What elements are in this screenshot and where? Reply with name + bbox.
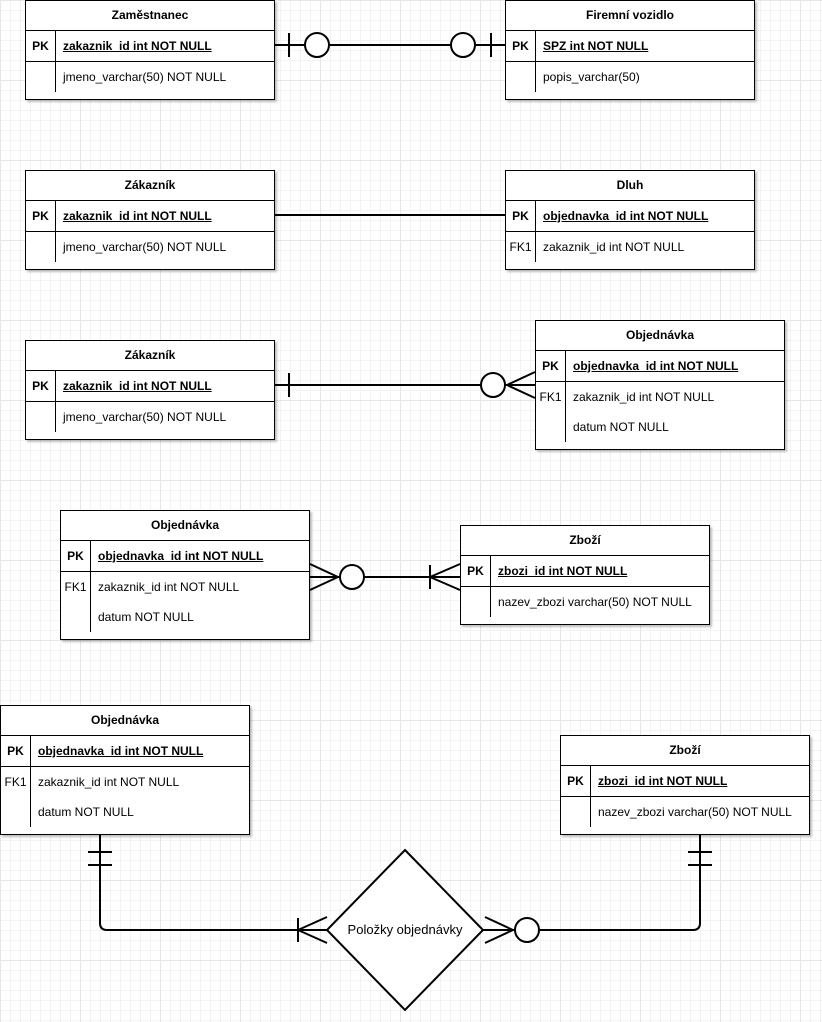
pk-label: PK bbox=[461, 556, 491, 586]
column: popis_varchar(50) bbox=[543, 70, 640, 84]
pk-column: zbozi_id int NOT NULL bbox=[598, 774, 728, 788]
entity-zakaznik-2[interactable]: Zákazník PK zakaznik_id int NOT NULL jmen… bbox=[25, 340, 275, 440]
entity-zbozi-1[interactable]: Zboží PK zbozi_id int NOT NULL nazev_zboz… bbox=[460, 525, 710, 625]
entity-zakaznik-1[interactable]: Zákazník PK zakaznik_id int NOT NULL jmen… bbox=[25, 170, 275, 270]
entity-title: Objednávka bbox=[536, 321, 784, 351]
entity-title: Firemní vozidlo bbox=[506, 1, 754, 31]
entity-zbozi-2[interactable]: Zboží PK zbozi_id int NOT NULL nazev_zboz… bbox=[560, 735, 810, 835]
pk-label: PK bbox=[561, 766, 591, 796]
column: jmeno_varchar(50) NOT NULL bbox=[63, 70, 227, 84]
connector-objednavka-polozky bbox=[88, 835, 328, 944]
pk-column: objednavka_id int NOT NULL bbox=[98, 549, 264, 563]
pk-column: SPZ int NOT NULL bbox=[543, 39, 649, 53]
column: datum NOT NULL bbox=[573, 420, 669, 434]
pk-column: zakaznik_id int NOT NULL bbox=[63, 209, 212, 223]
column: nazev_zbozi varchar(50) NOT NULL bbox=[598, 805, 792, 819]
pk-column: objednavka_id int NOT NULL bbox=[573, 359, 739, 373]
entity-title: Objednávka bbox=[61, 511, 309, 541]
pk-label: PK bbox=[536, 351, 566, 381]
entity-title: Zaměstnanec bbox=[26, 1, 274, 31]
pk-label: PK bbox=[506, 31, 536, 61]
column: jmeno_varchar(50) NOT NULL bbox=[63, 240, 227, 254]
column: zakaznik_id int NOT NULL bbox=[98, 580, 240, 594]
entity-title: Zboží bbox=[561, 736, 809, 766]
connector-zamestnanec-vozidlo bbox=[275, 32, 505, 58]
connector-objednavka-zbozi bbox=[309, 563, 461, 591]
entity-title: Zákazník bbox=[26, 171, 274, 201]
column: zakaznik_id int NOT NULL bbox=[38, 775, 180, 789]
entity-title: Objednávka bbox=[1, 706, 249, 736]
fk-label: FK1 bbox=[536, 382, 566, 412]
fk-label: FK1 bbox=[1, 767, 31, 797]
pk-label: PK bbox=[506, 201, 536, 231]
entity-title: Zboží bbox=[461, 526, 709, 556]
pk-column: objednavka_id int NOT NULL bbox=[543, 209, 709, 223]
column: zakaznik_id int NOT NULL bbox=[543, 240, 685, 254]
entity-title: Dluh bbox=[506, 171, 754, 201]
column: datum NOT NULL bbox=[38, 805, 134, 819]
pk-column: zbozi_id int NOT NULL bbox=[498, 564, 628, 578]
pk-label: PK bbox=[61, 541, 91, 571]
column: nazev_zbozi varchar(50) NOT NULL bbox=[498, 595, 692, 609]
connector-zakaznik-objednavka bbox=[275, 371, 536, 399]
pk-label: PK bbox=[26, 31, 56, 61]
relationship-diamond bbox=[325, 848, 485, 1012]
column: jmeno_varchar(50) NOT NULL bbox=[63, 410, 227, 424]
entity-firemni-vozidlo[interactable]: Firemní vozidlo PK SPZ int NOT NULL popis… bbox=[505, 0, 755, 100]
pk-column: objednavka_id int NOT NULL bbox=[38, 744, 204, 758]
fk-label: FK1 bbox=[61, 572, 91, 602]
connector-polozky-zbozi bbox=[483, 835, 712, 944]
pk-column: zakaznik_id int NOT NULL bbox=[63, 39, 212, 53]
entity-zamestnanec[interactable]: Zaměstnanec PK zakaznik_id int NOT NULL j… bbox=[25, 0, 275, 100]
pk-label: PK bbox=[1, 736, 31, 766]
entity-title: Zákazník bbox=[26, 341, 274, 371]
column: zakaznik_id int NOT NULL bbox=[573, 390, 715, 404]
pk-column: zakaznik_id int NOT NULL bbox=[63, 379, 212, 393]
pk-label: PK bbox=[26, 371, 56, 401]
relationship-label: Položky objednávky bbox=[347, 922, 463, 937]
entity-dluh[interactable]: Dluh PK objednavka_id int NOT NULL FK1 zak… bbox=[505, 170, 755, 270]
column: datum NOT NULL bbox=[98, 610, 194, 624]
fk-label: FK1 bbox=[506, 232, 536, 262]
pk-label: PK bbox=[26, 201, 56, 231]
